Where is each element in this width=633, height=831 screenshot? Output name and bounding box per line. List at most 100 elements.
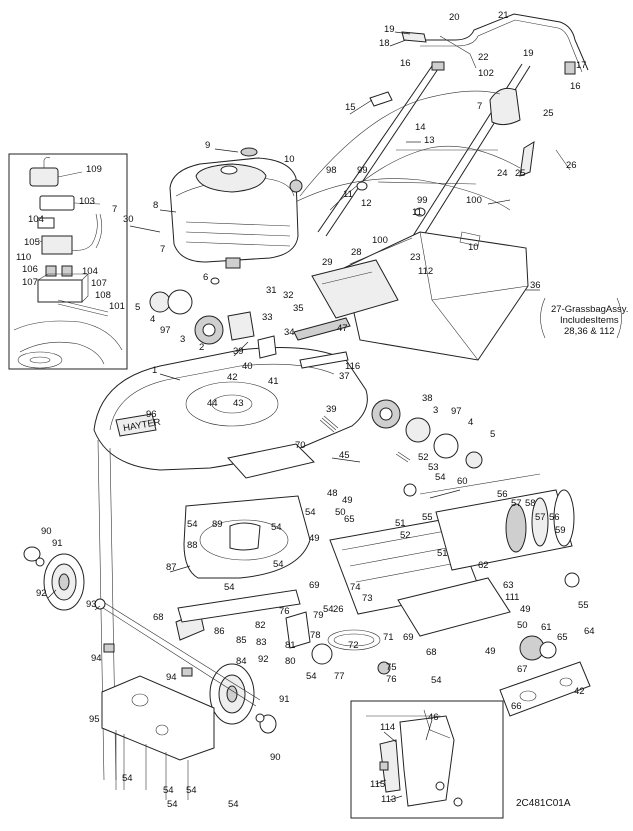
part-label: 32 (283, 290, 294, 301)
part-label: 10 (284, 154, 295, 165)
part-label: 31 (266, 285, 277, 296)
part-label: 109 (86, 164, 102, 175)
part-label: 105 (24, 237, 40, 248)
part-label: 54 (271, 522, 282, 533)
part-label: 68 (426, 647, 437, 658)
part-label: 71 (383, 632, 394, 643)
part-label: 17 (576, 60, 587, 71)
part-label: 107 (22, 277, 38, 288)
part-label: 100 (466, 195, 482, 206)
part-label: 53 (428, 462, 439, 473)
part-label: 47 (337, 323, 348, 334)
part-label: 34 (284, 327, 295, 338)
part-label: 19 (523, 48, 534, 59)
part-label: 62 (478, 560, 489, 571)
part-label: 60 (457, 476, 468, 487)
part-label: 38 (422, 393, 433, 404)
part-label: 101 (109, 301, 125, 312)
part-label: 95 (89, 714, 100, 725)
grassbag-callout: 27-GrassbagAssy. IncludesItems 28,36 & 1… (540, 297, 628, 339)
part-label: 19 (384, 24, 395, 35)
part-label: 22 (478, 52, 489, 63)
part-label: 85 (236, 635, 247, 646)
part-label: 51 (395, 518, 406, 529)
part-label: 54 (163, 785, 174, 796)
part-label: 76 (279, 606, 290, 617)
part-label: 25 (515, 168, 526, 179)
part-label: 94 (91, 653, 102, 664)
part-label: 84 (236, 656, 247, 667)
part-label: 99 (417, 195, 428, 206)
drawing-code: 2C481C01A (516, 798, 571, 809)
part-label: 42 (574, 686, 585, 697)
part-label: 59 (555, 525, 566, 536)
part-label: 50 (335, 507, 346, 518)
part-label: 18 (379, 38, 390, 49)
part-label: 2 (199, 342, 204, 353)
part-label: 21 (498, 10, 509, 21)
part-label: 108 (95, 290, 111, 301)
part-label: 74 (350, 582, 361, 593)
part-label: 49 (520, 604, 531, 615)
part-label: 106 (22, 264, 38, 275)
part-label: 78 (310, 630, 321, 641)
callout-line-3: 28,36 & 112 (564, 326, 615, 337)
part-label: 54 (305, 507, 316, 518)
part-label: 9 (205, 140, 210, 151)
part-label: 5 (135, 302, 140, 313)
part-label: 10 (468, 242, 479, 253)
front-wheels (23, 546, 301, 734)
part-label: 45 (339, 450, 350, 461)
part-label: 114 (380, 722, 395, 733)
part-label: 8 (153, 200, 158, 211)
part-label: 11 (343, 189, 353, 200)
part-label: 52 (400, 530, 411, 541)
part-label: 7 (160, 244, 165, 255)
part-label: 49 (309, 533, 320, 544)
part-label: 80 (285, 656, 296, 667)
part-label: 54 (122, 773, 133, 784)
drive-left (149, 289, 277, 359)
part-label: 90 (270, 752, 281, 763)
part-label: 64 (584, 626, 595, 637)
part-label: 86 (214, 626, 225, 637)
part-label: 96 (146, 409, 157, 420)
part-label: 90 (41, 526, 52, 537)
part-label: 110 (16, 252, 31, 263)
part-label: 57 (535, 512, 546, 523)
part-label: 112 (418, 266, 433, 277)
part-label: 52 (418, 452, 429, 463)
part-label: 72 (348, 640, 359, 651)
part-label: 65 (557, 632, 568, 643)
part-label: 54 (306, 671, 317, 682)
part-label: 43 (233, 398, 244, 409)
part-label: 54 (435, 472, 446, 483)
mower-deck: HAYTER (93, 317, 411, 781)
part-label: 88 (187, 540, 198, 551)
part-label: 89 (212, 519, 223, 530)
part-label: 113 (381, 794, 396, 805)
part-label: 76 (386, 674, 397, 685)
part-label: 3 (180, 334, 185, 345)
part-label: 48 (327, 488, 338, 499)
part-label: 12 (361, 198, 372, 209)
part-label: 83 (256, 637, 267, 648)
part-label: 54 (273, 559, 284, 570)
part-label: 92 (258, 654, 269, 665)
part-label: 91 (52, 538, 63, 549)
part-label: 20 (449, 12, 460, 23)
part-label: 16 (570, 81, 581, 92)
part-label: 75 (386, 662, 397, 673)
part-label: 3 (433, 405, 438, 416)
part-label: 69 (309, 580, 320, 591)
part-label: 33 (262, 312, 273, 323)
inset-electric-start (8, 153, 128, 370)
part-label: 97 (160, 325, 171, 336)
part-label: 67 (517, 664, 528, 675)
part-label: 26 (566, 160, 577, 171)
part-label: 54 (228, 799, 239, 810)
part-label: 13 (424, 135, 435, 146)
part-label: 100 (372, 235, 388, 246)
part-label: 68 (153, 612, 164, 623)
